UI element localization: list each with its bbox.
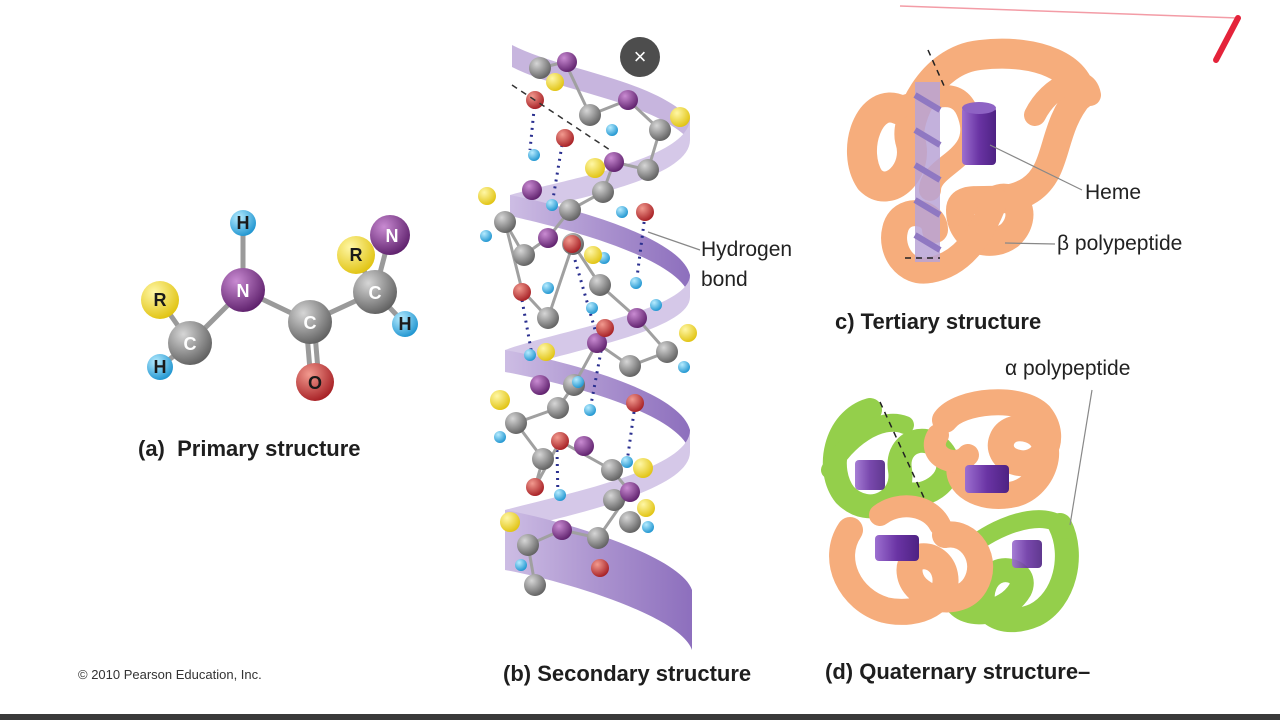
hydrogen-bond-pointer: [511, 84, 701, 251]
svg-text:R: R: [350, 245, 363, 265]
svg-text:C: C: [304, 313, 317, 333]
bottom-bar: [0, 714, 1280, 720]
beta-polypeptide-chains: [829, 389, 1062, 625]
svg-text:O: O: [308, 373, 322, 393]
svg-text:C: C: [184, 334, 197, 354]
atom-r-right: R: [337, 236, 375, 274]
svg-text:N: N: [386, 226, 399, 246]
svg-text:N: N: [237, 281, 250, 301]
svg-text:H: H: [399, 314, 412, 334]
tertiary-caption: c) Tertiary structure: [835, 309, 1042, 334]
svg-text:C: C: [369, 283, 382, 303]
atom-carbon-right: C: [353, 270, 397, 314]
tertiary-dashes: [905, 49, 946, 259]
heme-cylinder: [962, 102, 996, 165]
atom-carbon-left: C: [168, 321, 212, 365]
quaternary-heme-cylinders: [855, 460, 1042, 568]
close-icon: ×: [633, 44, 647, 69]
tertiary-pointers: [989, 144, 1083, 245]
beta-polypeptide-label: β polypeptide: [1057, 232, 1183, 255]
copyright-notice: © 2010 Pearson Education, Inc.: [78, 667, 262, 682]
quaternary-pointers: [879, 389, 1093, 526]
alpha-polypeptide-label: α polypeptide: [1005, 357, 1131, 380]
atom-oxygen: O: [296, 363, 334, 401]
hydrogen-bond-label: Hydrogen bond: [701, 238, 793, 291]
primary-caption-text: Primary structure: [177, 436, 361, 461]
helix-atoms: [478, 52, 697, 596]
secondary-caption: (b) Secondary structure: [503, 661, 752, 686]
atom-h-right: H: [392, 311, 418, 337]
svg-text:H: H: [154, 357, 167, 377]
atom-nitrogen-right: N: [370, 215, 410, 255]
atom-h-left: H: [147, 354, 173, 380]
svg-text:R: R: [154, 290, 167, 310]
atom-r-left: R: [141, 281, 179, 319]
annotation-stroke: [899, 5, 1241, 63]
atom-h-top: H: [230, 210, 256, 236]
beta-chain-helix: [913, 82, 942, 262]
atom-carbon-middle: C: [288, 300, 332, 344]
atom-nitrogen: N: [221, 268, 265, 312]
quaternary-caption: (d) Quaternary structure–: [825, 659, 1091, 684]
close-button[interactable]: ×: [620, 37, 660, 77]
primary-caption: (a) Primary structure: [138, 436, 361, 462]
svg-text:H: H: [237, 213, 250, 233]
heme-label: Heme: [1085, 181, 1142, 204]
primary-caption-letter: (a): [138, 436, 165, 461]
